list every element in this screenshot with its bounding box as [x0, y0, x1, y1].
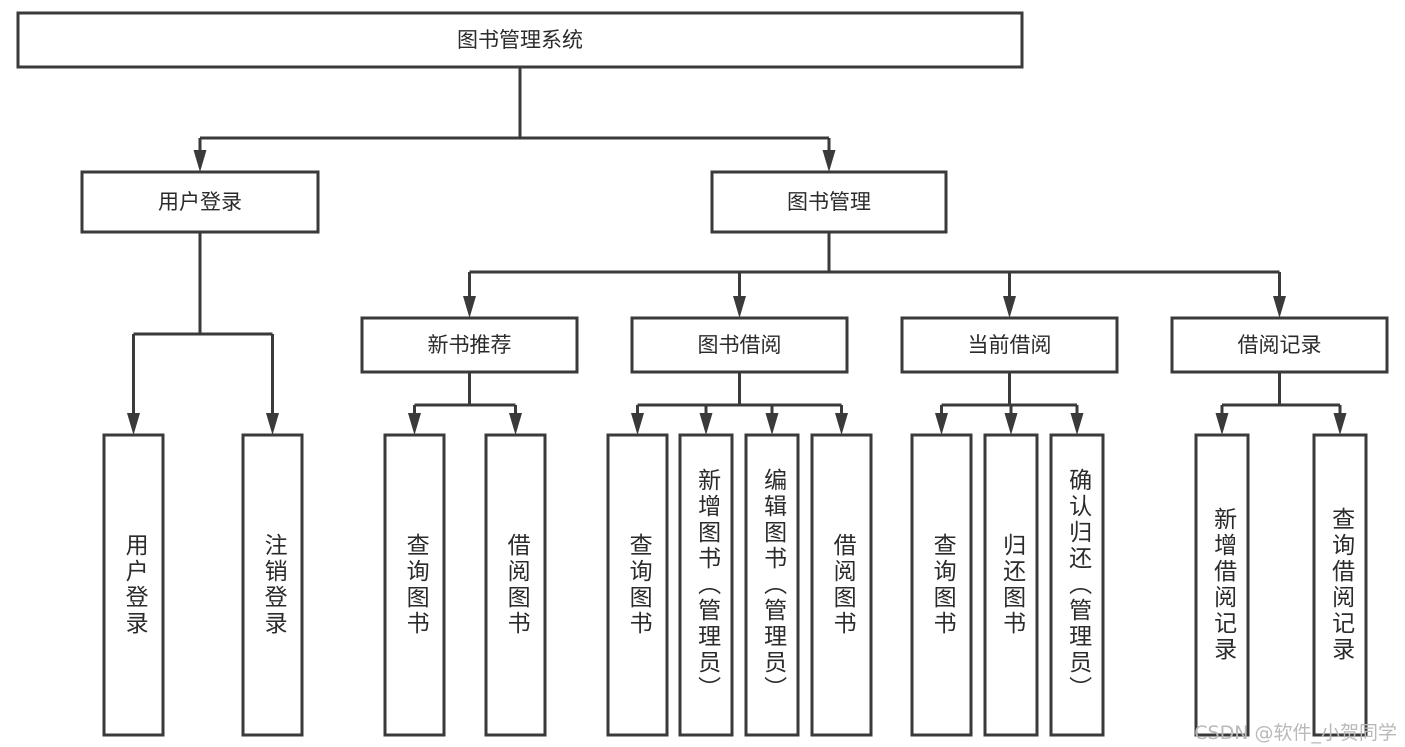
node-current-borrow-label: 当前借阅 [968, 333, 1052, 357]
node-leaf-return-book[interactable] [983, 433, 1039, 737]
node-book-borrow[interactable]: 图书借阅 [630, 316, 849, 374]
node-leaf-borrow-book-2-rect[interactable] [810, 433, 873, 737]
arrow-head-book-borrow-to-leaf-edit-book-admin [765, 413, 779, 435]
node-leaf-borrow-book-1[interactable] [484, 433, 547, 737]
arrow-head-user-login-to-leaf-user-logout [266, 413, 279, 435]
node-current-borrow-rect[interactable] [900, 316, 1119, 374]
node-leaf-user-logout-rect[interactable] [241, 433, 304, 737]
node-leaf-query-borrow-record[interactable] [1312, 433, 1368, 737]
node-new-book-recommend-rect[interactable] [360, 316, 579, 374]
node-root[interactable]: 图书管理系统 [16, 11, 1024, 69]
node-leaf-query-book-2-rect[interactable] [606, 433, 669, 737]
node-leaf-query-book-3[interactable] [910, 433, 973, 737]
node-book-borrow-label: 图书借阅 [698, 333, 782, 357]
node-leaf-query-borrow-record-rect[interactable] [1312, 433, 1368, 737]
node-user-login-label: 用户登录 [158, 190, 242, 214]
node-leaf-query-book-1[interactable] [383, 433, 446, 737]
node-leaf-edit-book-admin[interactable] [744, 433, 800, 737]
node-leaf-add-borrow-record-rect[interactable] [1194, 433, 1250, 737]
arrow-head-current-borrow-to-leaf-confirm-return [1070, 413, 1084, 435]
node-leaf-borrow-book-1-rect[interactable] [484, 433, 547, 737]
node-book-management[interactable]: 图书管理 [710, 170, 948, 234]
node-current-borrow[interactable]: 当前借阅 [900, 316, 1119, 374]
arrow-head-root-to-book-management [822, 150, 836, 172]
node-book-management-label: 图书管理 [787, 190, 871, 214]
node-leaf-return-book-rect[interactable] [983, 433, 1039, 737]
arrow-head-book-management-to-new-book-recommend [463, 296, 476, 318]
node-user-login-rect[interactable] [80, 170, 320, 234]
node-book-management-rect[interactable] [710, 170, 948, 234]
node-root-label: 图书管理系统 [457, 28, 583, 52]
node-leaf-user-login[interactable] [102, 433, 165, 737]
node-root-rect[interactable] [16, 11, 1024, 69]
node-borrow-record[interactable]: 借阅记录 [1170, 316, 1389, 374]
connectors-layer [127, 67, 1347, 435]
node-leaf-query-book-2[interactable] [606, 433, 669, 737]
node-leaf-confirm-return[interactable] [1049, 433, 1105, 737]
arrow-head-book-borrow-to-leaf-borrow-book-2 [835, 413, 848, 435]
arrow-head-book-management-to-borrow-record [1273, 296, 1286, 318]
arrow-head-book-management-to-book-borrow [733, 296, 746, 318]
node-leaf-confirm-return-rect[interactable] [1049, 433, 1105, 737]
arrow-head-book-borrow-to-leaf-add-book-admin [699, 413, 713, 435]
node-book-borrow-rect[interactable] [630, 316, 849, 374]
node-leaf-user-logout[interactable] [241, 433, 304, 737]
node-leaf-add-book-admin[interactable] [678, 433, 734, 737]
node-leaf-edit-book-admin-rect[interactable] [744, 433, 800, 737]
node-leaf-query-book-3-rect[interactable] [910, 433, 973, 737]
arrow-head-root-to-user-login [193, 150, 207, 172]
node-leaf-add-book-admin-rect[interactable] [678, 433, 734, 737]
arrow-head-borrow-record-to-leaf-add-borrow-record [1215, 413, 1229, 435]
arrow-head-new-book-recommend-to-leaf-borrow-book-1 [509, 413, 522, 435]
watermark-text: CSDN @软件_小贺同学 [1194, 722, 1397, 744]
arrow-head-new-book-recommend-to-leaf-query-book-1 [408, 413, 421, 435]
node-borrow-record-label: 借阅记录 [1238, 333, 1322, 357]
arrow-head-current-borrow-to-leaf-return-book [1004, 413, 1018, 435]
arrow-head-book-borrow-to-leaf-query-book-2 [631, 413, 644, 435]
arrow-head-user-login-to-leaf-user-login [127, 413, 140, 435]
node-new-book-recommend[interactable]: 新书推荐 [360, 316, 579, 374]
arrow-head-borrow-record-to-leaf-query-borrow-record [1333, 413, 1347, 435]
arrow-head-book-management-to-current-borrow [1003, 296, 1016, 318]
node-leaf-borrow-book-2[interactable] [810, 433, 873, 737]
node-user-login[interactable]: 用户登录 [80, 170, 320, 234]
node-leaf-query-book-1-rect[interactable] [383, 433, 446, 737]
node-borrow-record-rect[interactable] [1170, 316, 1389, 374]
node-new-book-recommend-label: 新书推荐 [428, 333, 512, 357]
node-leaf-add-borrow-record[interactable] [1194, 433, 1250, 737]
node-leaf-user-login-rect[interactable] [102, 433, 165, 737]
arrow-head-current-borrow-to-leaf-query-book-3 [935, 413, 948, 435]
